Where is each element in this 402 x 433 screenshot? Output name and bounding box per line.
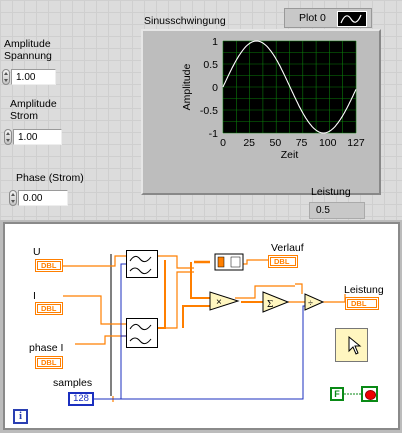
sum-node [262,291,290,313]
block-diagram-wires: × Σ ÷ [63,253,361,402]
int-wire [94,263,305,400]
verlauf-terminal[interactable]: DBL [268,255,298,268]
iteration-terminal: i [13,409,28,424]
graph-title: Sinusschwingung [144,15,226,27]
i-label: I [33,290,36,302]
block-diagram: × Σ ÷ U I phase I samples Verlauf Leistu… [3,222,400,430]
divide-node [304,293,325,311]
samples-label: samples [53,377,93,389]
svg-text:÷: ÷ [308,298,313,308]
svg-text:Σ: Σ [267,298,273,310]
svg-text:×: × [216,297,222,308]
verlauf-label: Verlauf [271,242,304,254]
samples-constant[interactable]: 128 [68,392,94,406]
leistung-terminal[interactable]: DBL [345,297,379,310]
amplitude-current-label: Amplitude Strom [10,98,57,122]
sine-generator-i[interactable] [126,318,158,348]
legend-swatch [337,11,367,27]
stop-button-terminal[interactable] [361,386,378,402]
amplitude-voltage-input[interactable]: 1.00 [11,69,56,85]
double-wires [63,255,346,402]
amplitude-current-input[interactable]: 1.00 [13,129,62,145]
phase-label: phase I [29,342,64,354]
sine-generator-u[interactable] [126,250,158,278]
legend-label: Plot 0 [299,12,326,24]
phase-current-increment[interactable] [9,190,17,206]
amplitude-voltage-label: Amplitude Spannung [4,38,52,62]
wait-timer-node[interactable] [335,328,368,362]
phase-current-input[interactable]: 0.00 [18,190,68,206]
leistung-label: Leistung [344,284,384,296]
false-constant[interactable]: F [330,387,344,401]
i-terminal[interactable]: DBL [35,302,63,315]
u-terminal[interactable]: DBL [35,259,63,272]
phase-current-label: Phase (Strom) [16,172,84,184]
multiply-node [209,291,240,311]
amplitude-current-increment[interactable] [4,129,12,145]
amplitude-voltage-increment[interactable] [2,69,10,85]
plot-legend[interactable]: Plot 0 [284,8,372,28]
power-label: Leistung [311,186,351,198]
power-indicator: 0.5 [309,202,365,219]
u-label: U [33,246,41,258]
front-panel: Amplitude Spannung 1.00 Amplitude Strom … [0,0,402,220]
waveform-graph[interactable] [141,29,381,195]
phase-terminal[interactable]: DBL [35,356,63,369]
